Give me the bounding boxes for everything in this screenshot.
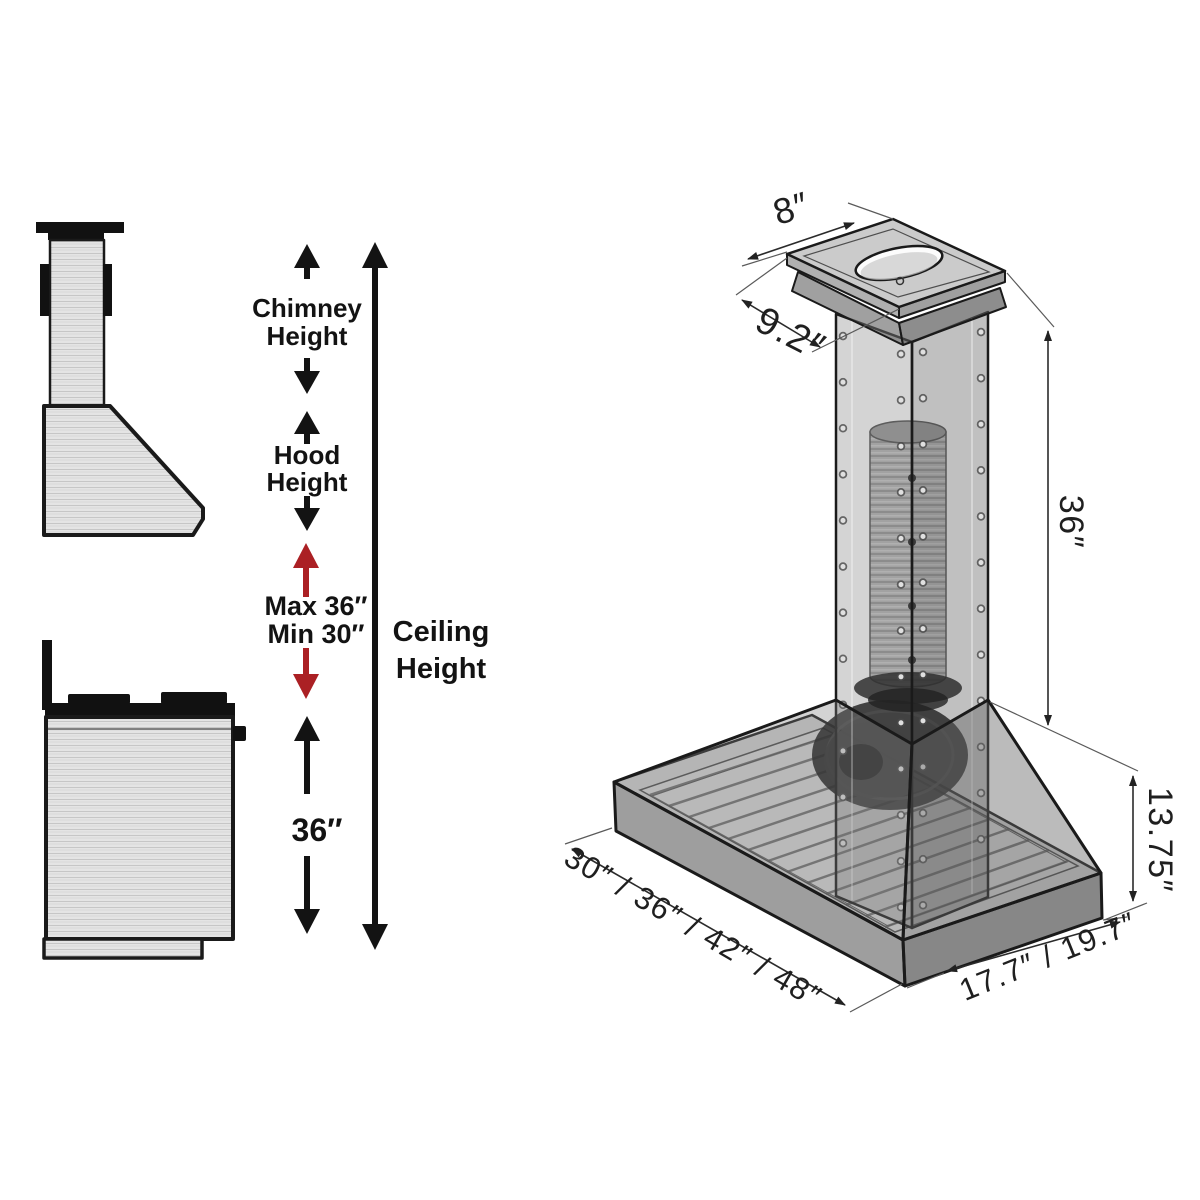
chimney-height-label-line1: Chimney [252,293,362,323]
chimney-height-label-line2: Height [267,321,348,351]
arrow-shaft [303,566,309,597]
chimney-height-dimension: 36″ [1052,495,1090,549]
mounting-clearance-annotation: Max 36″ Min 30″ [265,543,368,699]
duct-diameter-dimension: 8″ [768,183,814,233]
ceiling-height-label-line1: Ceiling [393,616,490,648]
cooktop-clearance-label: 36″ [292,812,343,848]
island-hood-isometric [612,217,1104,988]
chimney-height-dimension-annotation: 36″ [989,272,1139,772]
arrow-shaft [304,358,310,371]
down-arrow-icon [294,508,320,531]
range-side-view [42,640,246,960]
up-arrow-icon [362,242,388,268]
arrow-shaft [304,432,310,444]
backsplash [42,640,52,710]
wall-hood-side-view [36,222,205,537]
hood-body [42,404,205,537]
range-handle-knob [233,726,246,741]
range-base [42,937,204,960]
plate-screw [895,276,905,286]
flex-duct [854,420,962,712]
arrow-shaft [304,856,310,910]
down-arrow-icon [294,909,320,934]
ceiling-height-label-line2: Height [396,653,487,685]
bracket-right [103,264,112,316]
burner-grate-left [68,694,130,704]
ceiling-cap [36,222,124,233]
burner-grate-right [161,692,227,704]
ceiling-cap-lip [48,233,104,240]
up-arrow-icon [294,244,320,268]
hood-height-label-line1: Hood [274,440,340,470]
crown-molding-right [898,287,1007,346]
arrow-shaft [304,496,310,508]
cooktop-surface [45,703,235,717]
hood-height-dimension-annotation: 13.75″ [1103,775,1179,921]
blower-motor [812,700,968,810]
ceiling-height-annotation: Ceiling Height [362,242,489,950]
arrow-shaft [372,265,378,925]
chimney-duct [48,238,106,409]
down-arrow-icon [362,924,388,950]
chimney-height-annotation: Chimney Height [252,244,362,394]
range-body [44,715,235,941]
down-arrow-icon [294,371,320,394]
hood-height-annotation: Hood Height [267,411,348,531]
rivet-rows [838,327,986,921]
up-arrow-icon [294,716,320,741]
down-arrow-icon [293,674,319,699]
chimney-depth-dimension: 9.2″ [749,299,832,369]
hood-slant-face-right [901,698,1103,942]
baffle-filter-vanes [649,733,1069,929]
hood-height-dimension: 13.75″ [1141,787,1179,893]
cooktop-clearance-annotation: 36″ [292,716,343,934]
up-arrow-icon [294,411,320,434]
min-clearance-label: Min 30″ [268,619,365,649]
hood-height-label-line2: Height [267,467,348,497]
max-clearance-label: Max 36″ [265,591,368,621]
arrow-shaft [304,266,310,279]
arrow-shaft [304,739,310,794]
arrow-shaft [303,648,309,676]
up-arrow-icon [293,543,319,568]
bracket-left [40,264,49,316]
